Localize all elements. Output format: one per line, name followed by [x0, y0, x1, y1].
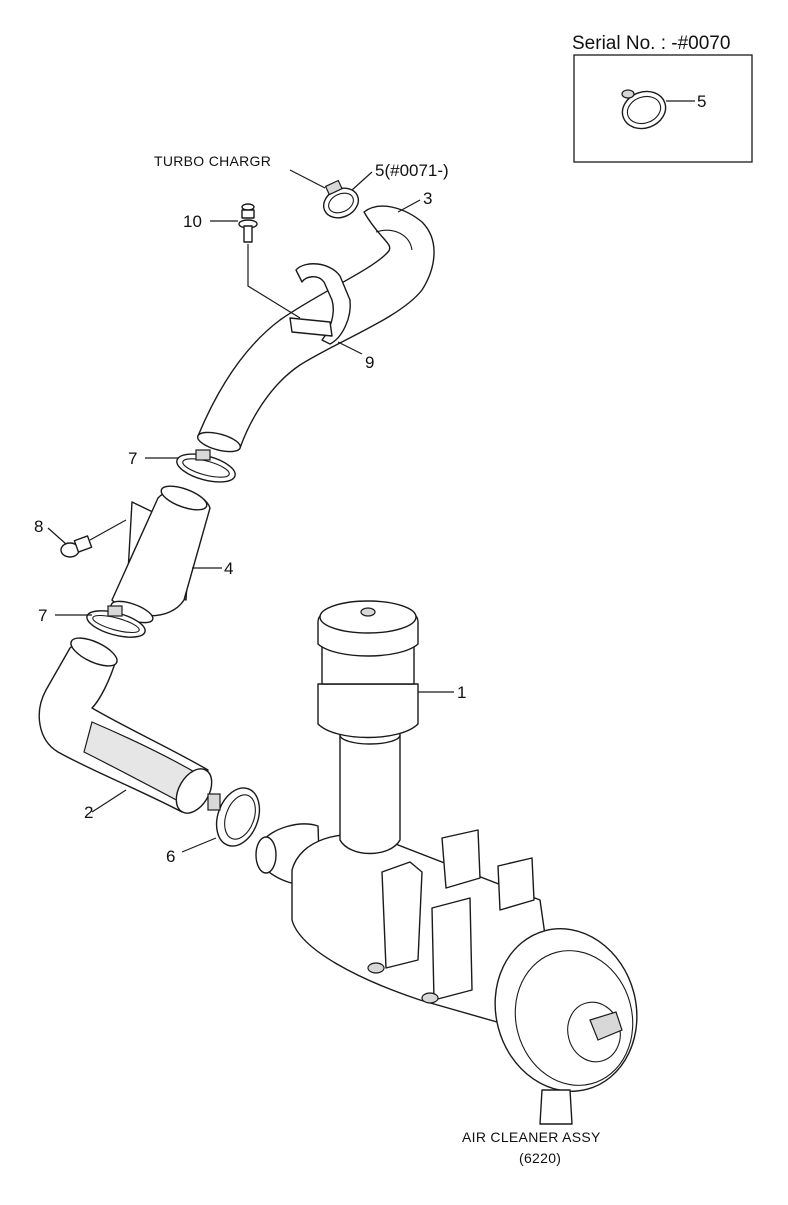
bolt-part-8 — [60, 519, 127, 558]
turbo-leader-line — [289, 169, 326, 189]
hose-clamp-upper — [322, 179, 360, 219]
inset-label-5: 5 — [697, 92, 706, 111]
leader-8 — [47, 527, 67, 545]
bolt-part-10 — [238, 203, 258, 243]
leader-3 — [397, 199, 421, 213]
label-3: 3 — [423, 189, 432, 208]
air-cleaner-label: AIR CLEANER ASSY — [462, 1129, 601, 1145]
adapter-part-4 — [110, 485, 211, 624]
clamp-new-leader — [351, 171, 373, 191]
hose-clamp-7-top — [176, 449, 236, 483]
hose-clamp-7-bottom — [86, 605, 146, 638]
leader-9 — [337, 341, 363, 355]
serial-inset-box — [573, 54, 753, 163]
leader-2 — [91, 789, 127, 813]
lower-hose-part-2 — [38, 637, 213, 814]
air-cleaner-assembly — [255, 600, 638, 1125]
bolt-to-bracket-line — [247, 244, 301, 319]
label-7-top: 7 — [128, 449, 137, 468]
label-8: 8 — [34, 517, 43, 536]
air-cleaner-ref: (6220) — [519, 1150, 561, 1166]
label-7-bottom: 7 — [38, 606, 47, 625]
inset-hose-clamp — [621, 89, 667, 130]
label-1: 1 — [457, 683, 466, 702]
label-clamp-new: 5(#0071-) — [375, 161, 449, 180]
label-4: 4 — [224, 559, 233, 578]
turbo-charger-label: TURBO CHARGR — [154, 153, 271, 169]
label-9: 9 — [365, 353, 374, 372]
hose-clamp-6 — [207, 787, 261, 847]
label-6: 6 — [166, 847, 175, 866]
label-10: 10 — [183, 212, 202, 231]
serial-number-title: Serial No. : -#0070 — [572, 33, 730, 54]
label-2: 2 — [84, 803, 93, 822]
bracket-part-9 — [289, 263, 351, 345]
leader-6 — [181, 837, 217, 853]
